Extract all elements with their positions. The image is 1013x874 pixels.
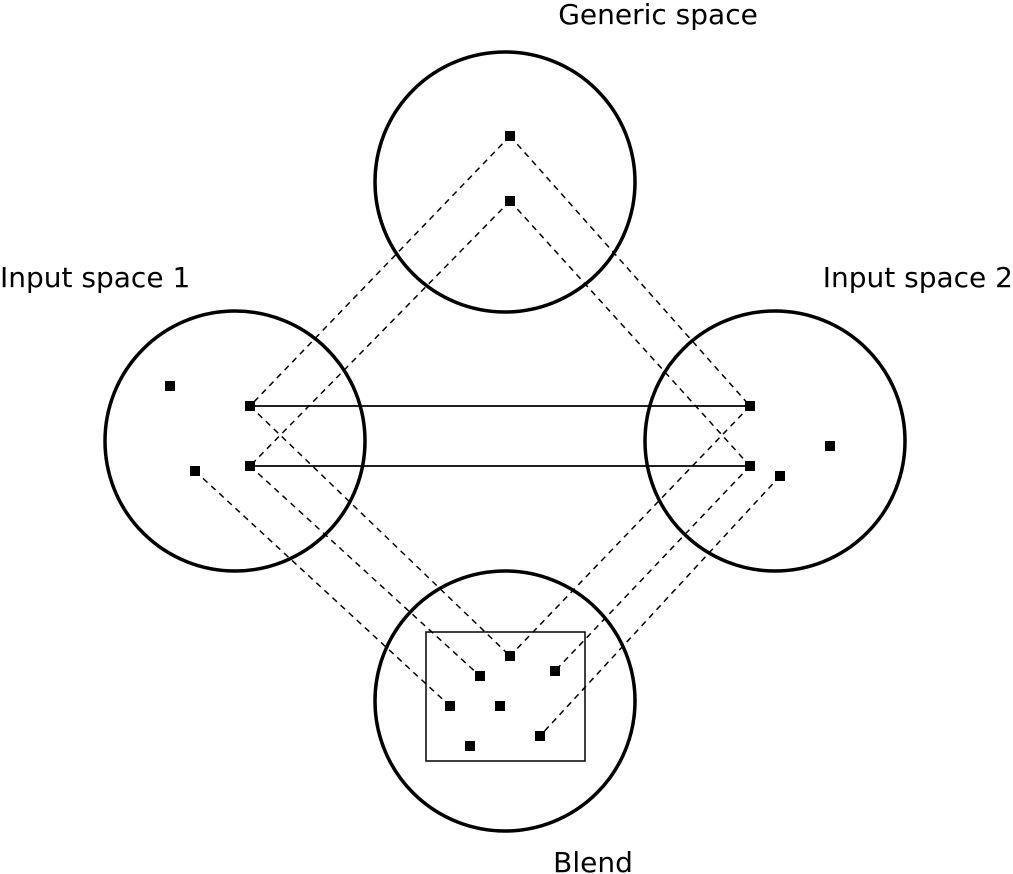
element-node xyxy=(165,381,175,391)
element-node xyxy=(495,701,505,711)
element-node xyxy=(825,441,835,451)
element-node xyxy=(745,401,755,411)
element-node xyxy=(245,401,255,411)
element-node xyxy=(535,731,545,741)
element-node xyxy=(465,741,475,751)
element-node xyxy=(190,466,200,476)
projection-line xyxy=(194,470,451,707)
projection-line xyxy=(554,465,751,672)
element-node xyxy=(745,461,755,471)
element-node xyxy=(505,196,515,206)
input-space-2-circle xyxy=(643,309,907,573)
element-node xyxy=(775,471,785,481)
blend-label: Blend xyxy=(553,846,633,874)
blend-circle xyxy=(373,569,637,833)
element-node xyxy=(505,131,515,141)
projection-line xyxy=(249,465,481,677)
projection-line xyxy=(249,405,511,657)
element-node xyxy=(475,671,485,681)
element-node xyxy=(245,461,255,471)
emergent-structure-box xyxy=(425,631,586,762)
element-node xyxy=(505,651,515,661)
projection-line xyxy=(249,135,511,407)
projection-line xyxy=(509,405,751,657)
projection-line xyxy=(249,200,511,467)
element-node xyxy=(445,701,455,711)
generic-space-label: Generic space xyxy=(558,0,758,31)
generic-space-circle xyxy=(373,50,637,314)
projection-line xyxy=(509,200,751,467)
input-space-1-label: Input space 1 xyxy=(0,261,190,294)
input-space-1-circle xyxy=(103,309,367,573)
projection-line xyxy=(539,475,781,737)
projection-line xyxy=(509,135,751,407)
input-space-2-label: Input space 2 xyxy=(823,261,1013,294)
element-node xyxy=(550,666,560,676)
